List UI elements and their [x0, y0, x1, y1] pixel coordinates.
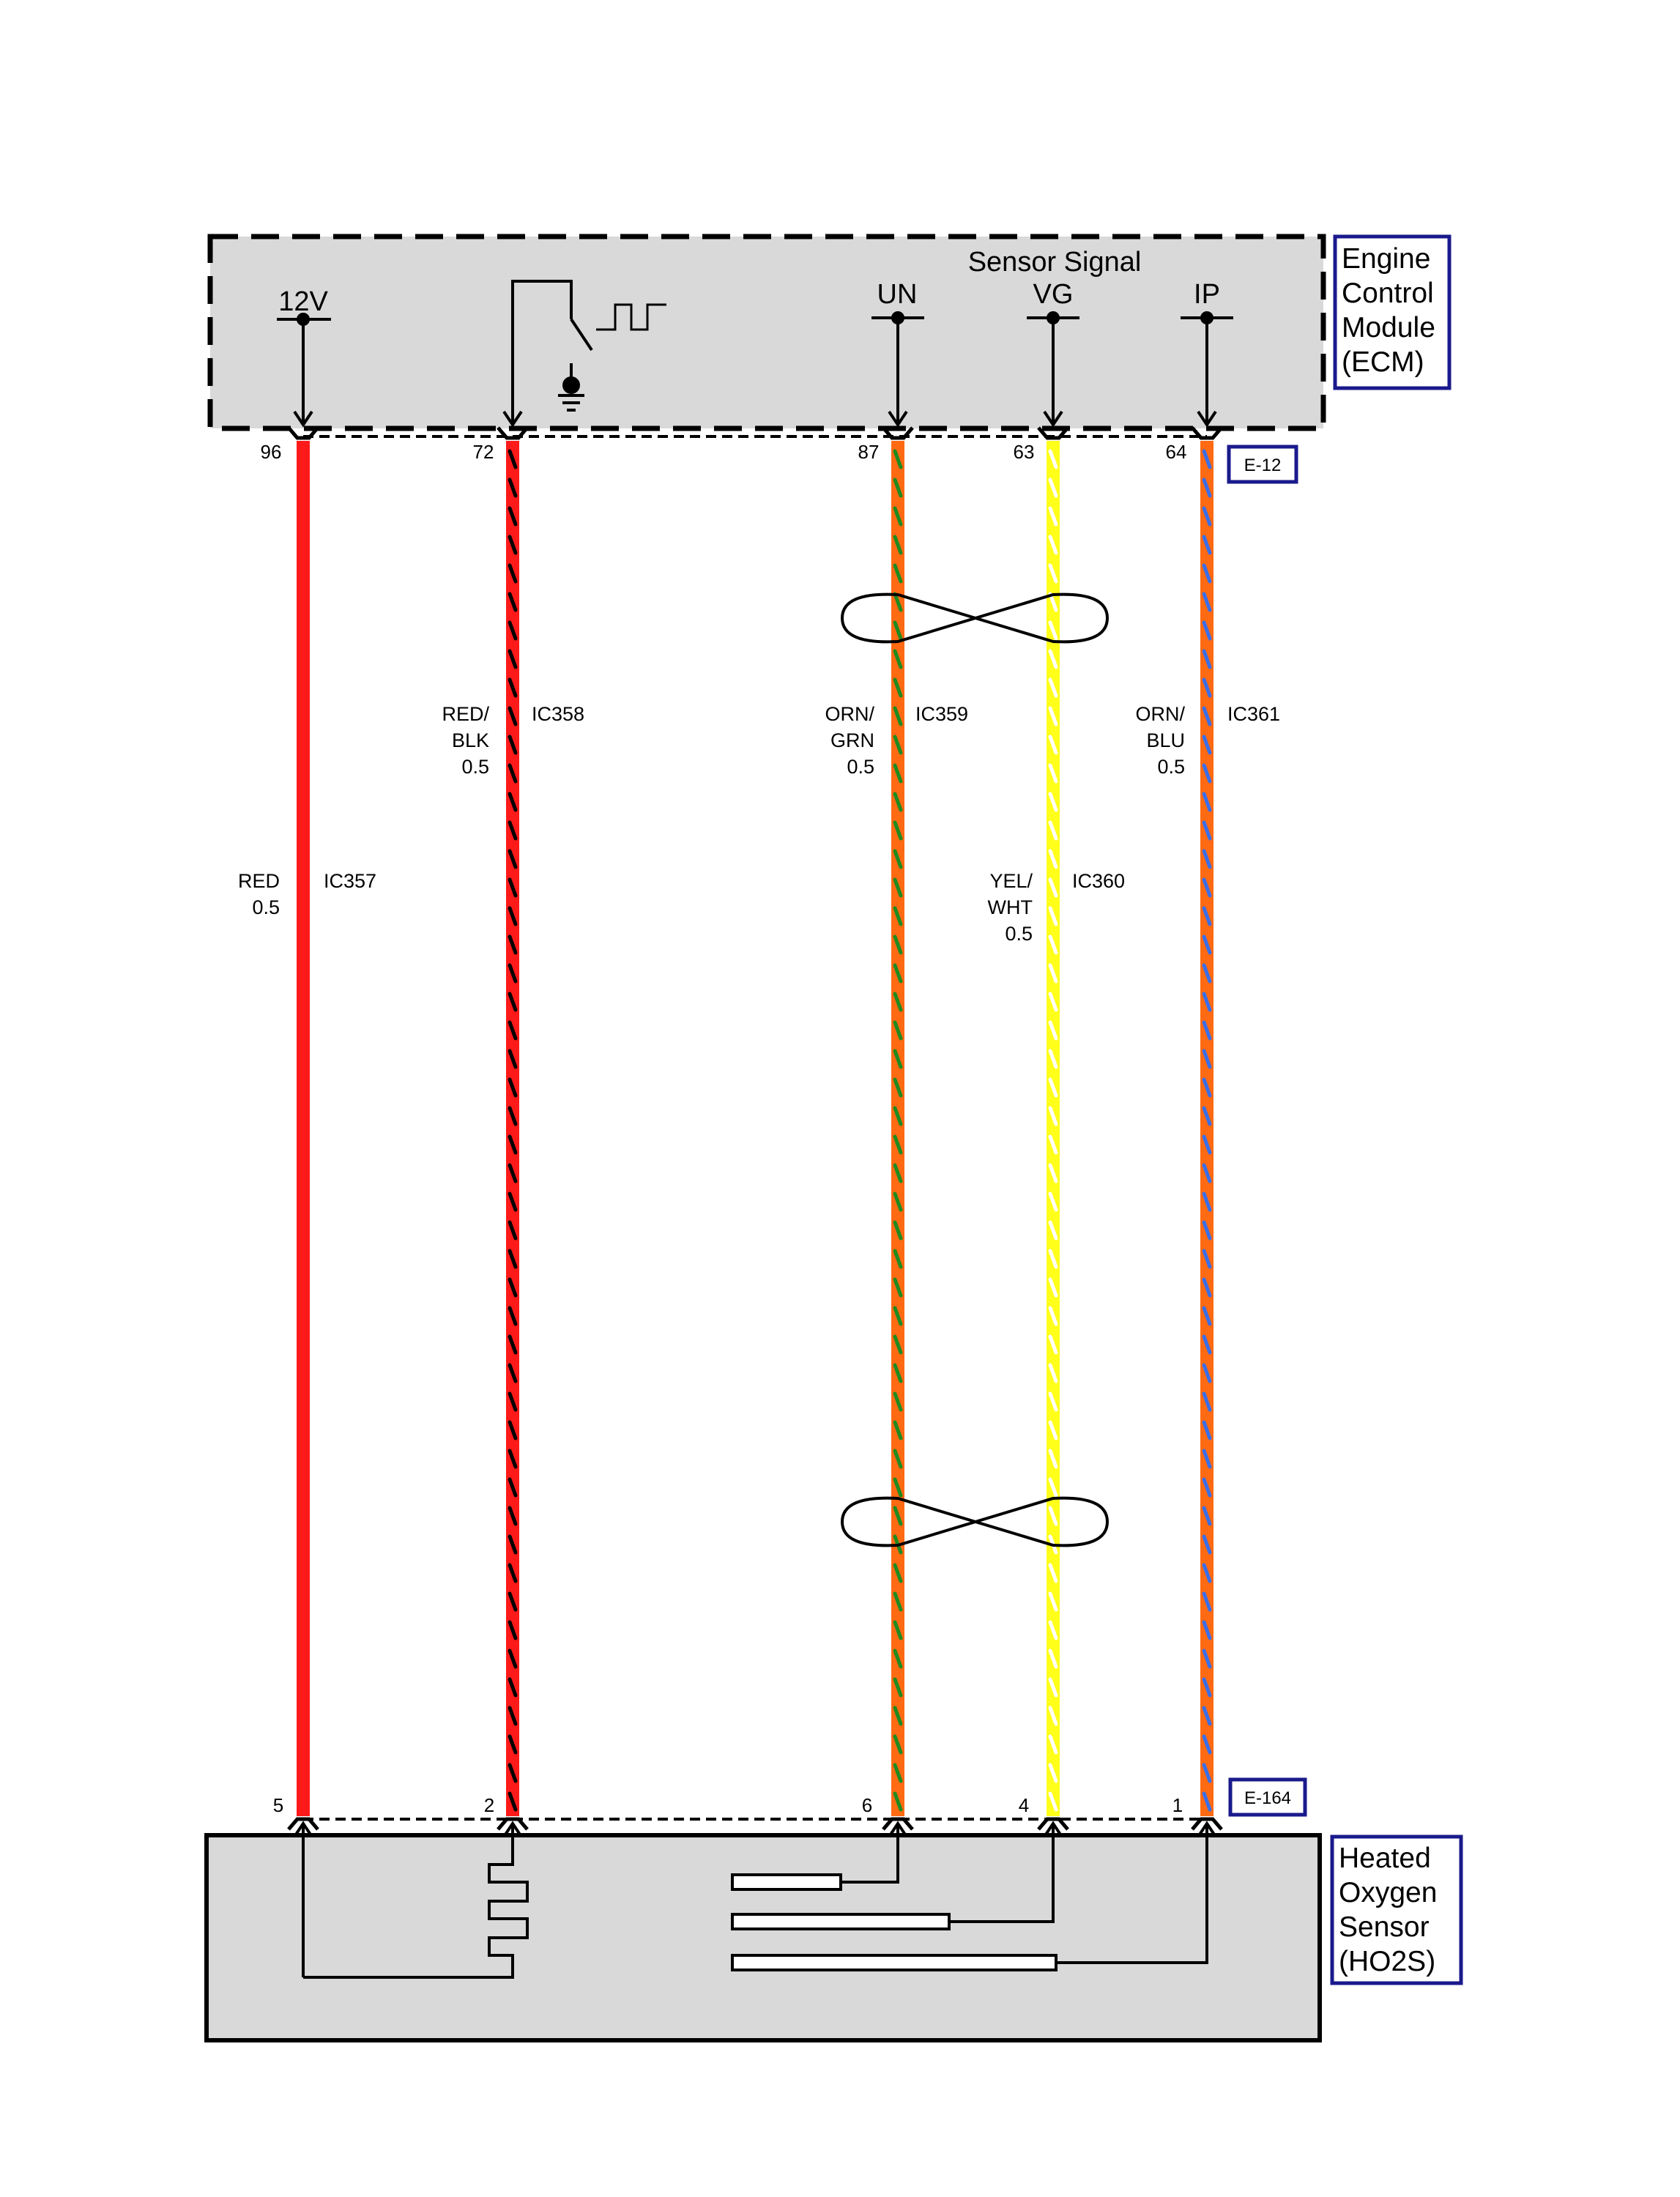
wire-ic358: [506, 441, 519, 1816]
ecm-pin-label-vg: VG: [1033, 279, 1074, 310]
sensor-connector-tag-box: [1228, 1777, 1307, 1817]
svg-text:IC360: IC360: [1072, 870, 1125, 892]
svg-text:IC357: IC357: [324, 870, 376, 892]
wire-label-ic361: ORN/ BLU 0.5 IC361: [1136, 703, 1281, 778]
svg-text:ORN/: ORN/: [825, 703, 875, 725]
ecm-terminal-vg: [1027, 311, 1079, 428]
svg-text:0.5: 0.5: [461, 756, 489, 778]
wire-label-ic357: RED 0.5 IC357: [238, 870, 376, 918]
wire-ic357: [297, 441, 310, 1816]
svg-text:Oxygen: Oxygen: [1339, 1877, 1437, 1908]
wire-ic361: [1200, 441, 1213, 1816]
ecm-terminal-un: [871, 311, 924, 428]
svg-text:WHT: WHT: [988, 896, 1033, 918]
sensor-pin-number-5: 5: [273, 1794, 283, 1816]
ecm-module-box: [207, 234, 1326, 431]
twisted-pair-marker-top: [840, 592, 1110, 644]
svg-text:BLU: BLU: [1146, 729, 1185, 751]
ecm-pin-number-63: 63: [1014, 441, 1035, 463]
wire-label-ic359: ORN/ GRN 0.5 IC359: [825, 703, 969, 778]
ecm-pin-number-64: 64: [1166, 441, 1187, 463]
svg-text:0.5: 0.5: [252, 896, 280, 918]
svg-text:0.5: 0.5: [847, 756, 874, 778]
ecm-heater-driver-switch: [502, 280, 593, 428]
sensor-connector-marks: [287, 1817, 1223, 1831]
svg-text:BLK: BLK: [452, 729, 489, 751]
ecm-pin-number-87: 87: [858, 441, 880, 463]
svg-text:IC361: IC361: [1227, 703, 1280, 725]
ecm-pin-number-72: 72: [473, 441, 494, 463]
sensor-cell-vg: [731, 1821, 1063, 1930]
ecm-name: Engine Control Module (ECM): [1342, 243, 1435, 378]
wire-stripes-ic361: [1202, 449, 1212, 1812]
svg-text:ORN/: ORN/: [1136, 703, 1186, 725]
wire-label-ic360: YEL/ WHT 0.5 IC360: [988, 870, 1126, 945]
sensor-connector-tag: E-164: [1244, 1788, 1291, 1808]
wires-group: [297, 441, 1213, 1816]
sensor-pin-number-2: 2: [484, 1794, 494, 1816]
sensor-name-box: [1330, 1834, 1463, 1985]
sensor-signal-label: Sensor Signal: [968, 247, 1142, 278]
sensor-name: Heated Oxygen Sensor (HO2S): [1339, 1843, 1437, 1977]
sensor-pin-number-6: 6: [862, 1794, 872, 1816]
sensor-pin-number-1: 1: [1172, 1794, 1183, 1816]
svg-text:RED: RED: [238, 870, 280, 892]
svg-text:IC359: IC359: [915, 703, 968, 725]
wire-stripes-ic360: [1048, 449, 1058, 1812]
wire-stripes-ic358: [508, 449, 518, 1812]
ecm-pin-label-12v: 12V: [278, 286, 328, 317]
svg-text:0.5: 0.5: [1005, 923, 1033, 945]
wire-ic360: [1047, 441, 1060, 1816]
svg-text:Module: Module: [1342, 312, 1435, 343]
svg-text:IC358: IC358: [532, 703, 584, 725]
ecm-connector-tag-box: [1227, 445, 1298, 484]
ecm-pin-label-un: UN: [877, 279, 918, 310]
svg-text:(ECM): (ECM): [1342, 346, 1424, 378]
ecm-terminal-12v: [277, 313, 331, 428]
ecm-pin-label-ip: IP: [1194, 279, 1220, 310]
svg-text:Sensor: Sensor: [1339, 1911, 1430, 1943]
svg-text:Heated: Heated: [1339, 1843, 1431, 1874]
wire-label-ic358: RED/ BLK 0.5 IC358: [442, 703, 584, 778]
wire-stripes-ic359: [893, 449, 903, 1812]
svg-text:0.5: 0.5: [1157, 756, 1185, 778]
twisted-pair-marker-bottom: [840, 1496, 1110, 1547]
wire-ic359: [891, 441, 904, 1816]
sensor-heater-element: [293, 1821, 529, 1979]
ecm-connector-marks: [287, 426, 1223, 440]
svg-text:(HO2S): (HO2S): [1339, 1946, 1435, 1977]
svg-text:Engine: Engine: [1342, 243, 1430, 275]
svg-text:GRN: GRN: [830, 729, 874, 751]
svg-text:RED/: RED/: [442, 703, 489, 725]
ecm-terminal-ip: [1181, 311, 1233, 428]
svg-text:Control: Control: [1342, 278, 1434, 309]
ecm-name-box: [1333, 234, 1452, 390]
svg-text:YEL/: YEL/: [989, 870, 1033, 892]
sensor-cell-ip: [731, 1821, 1217, 1971]
ecm-pin-number-96: 96: [261, 441, 282, 463]
sensor-pin-number-4: 4: [1019, 1794, 1029, 1816]
sensor-cell-un: [731, 1821, 908, 1891]
sensor-module-box: [204, 1833, 1322, 2042]
pwm-signal-icon: [596, 303, 666, 331]
ecm-connector-tag: E-12: [1244, 456, 1282, 475]
